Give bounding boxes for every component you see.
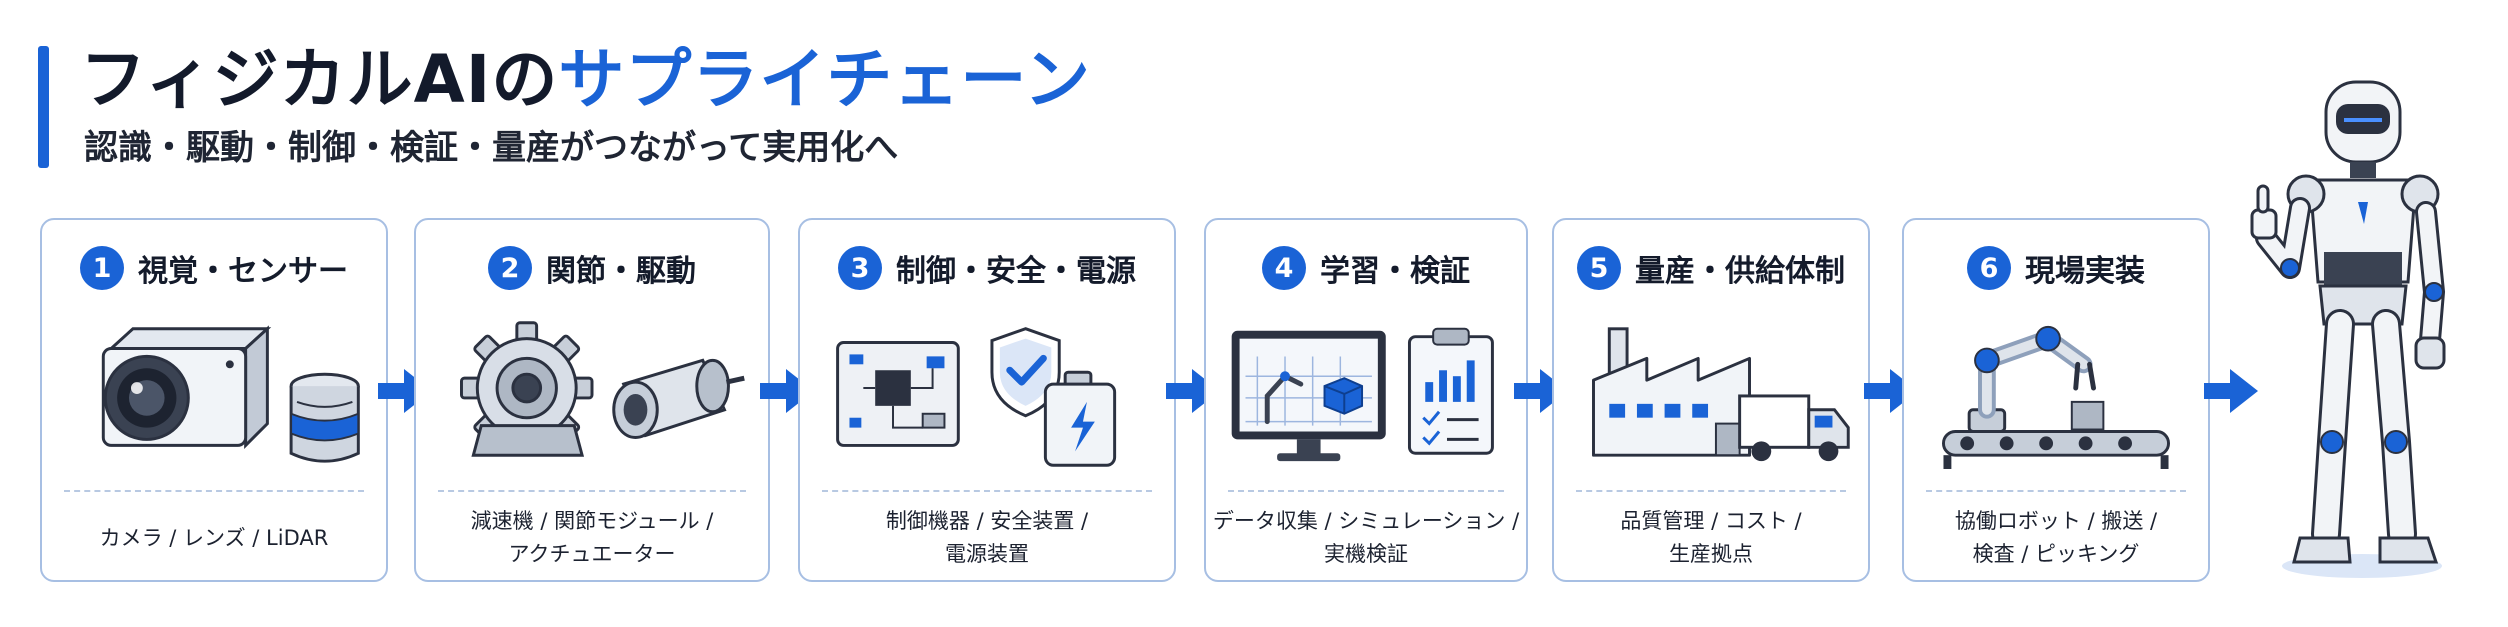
desc-line: アクチュエーター: [508, 542, 676, 566]
card-divider: [1576, 490, 1846, 492]
lidar-icon: [289, 372, 360, 463]
humanoid-robot-thumbs-up-icon: [2240, 62, 2470, 582]
flow-arrow: [374, 366, 436, 416]
stage-description: 品質管理 / コスト / 生産拠点: [1564, 502, 1858, 574]
card-divider: [822, 490, 1152, 492]
desc-line: 電源装置: [945, 542, 1029, 566]
stage-6-illustration: [1904, 306, 2208, 478]
stage-card-3: 3 制御・安全・電源: [798, 218, 1176, 582]
stage-card-6: 6 現場実装: [1902, 218, 2210, 582]
circuit-board-icon: [836, 341, 960, 447]
stage-description: 減速機 / 関節モジュール / アクチュエーター: [426, 502, 758, 574]
stage-title: 制御・安全・電源: [896, 254, 1136, 289]
stage-number-badge: 5: [1577, 246, 1621, 290]
clipboard-chart-icon: [1407, 327, 1494, 455]
desc-line: 減速機 / 関節モジュール /: [470, 509, 714, 533]
conveyor-icon: [1942, 400, 2170, 469]
title-accent: サプライチェーン: [558, 41, 1092, 118]
stage-title: 視覚・センサー: [138, 254, 348, 289]
stage-6-header: 6 現場実装: [1904, 244, 2208, 292]
stage-number-badge: 6: [1967, 246, 2011, 290]
stage-description: データ収集 / シミュレーション / 実機検証: [1212, 502, 1520, 574]
desc-line: 制御機器 / 安全装置 /: [885, 509, 1089, 533]
robot-arm-icon: [1967, 325, 2096, 433]
desc-line: 検査 / ピッキング: [1972, 542, 2140, 566]
motor-icon: [612, 358, 745, 439]
desc-line: 品質管理 / コスト /: [1620, 509, 1802, 533]
card-divider: [1228, 490, 1504, 492]
stage-title: 関節・駆動: [546, 254, 696, 289]
page-subtitle: 認識・駆動・制御・検証・量産がつながって実用化へ: [84, 128, 899, 168]
stage-title: 現場実装: [2025, 254, 2145, 289]
flow-arrow: [1510, 366, 1572, 416]
card-divider: [1926, 490, 2186, 492]
stage-card-4: 4 学習・検証: [1204, 218, 1528, 582]
desc-line: 生産拠点: [1669, 542, 1753, 566]
page-title: フィジカルAIのサプライチェーン: [80, 40, 1091, 120]
stage-description: カメラ / レンズ / LiDAR: [52, 502, 376, 574]
title-accent-bar: [38, 46, 49, 168]
stage-2-header: 2 関節・駆動: [416, 244, 768, 292]
gear-icon: [460, 321, 594, 457]
camera-icon: [101, 325, 272, 449]
stage-title: 量産・供給体制: [1635, 254, 1845, 289]
stage-description: 制御機器 / 安全装置 / 電源装置: [810, 502, 1164, 574]
stage-3-header: 3 制御・安全・電源: [800, 244, 1174, 292]
flow-arrow: [756, 366, 818, 416]
stage-number-badge: 4: [1262, 246, 1306, 290]
stage-5-header: 5 量産・供給体制: [1554, 244, 1868, 292]
stage-4-header: 4 学習・検証: [1206, 244, 1526, 292]
stage-number-badge: 1: [80, 246, 124, 290]
stage-number-badge: 3: [838, 246, 882, 290]
shield-check-icon: [990, 327, 1061, 418]
stage-4-illustration: [1206, 306, 1526, 478]
title-main: フィジカルAIの: [80, 41, 559, 118]
stage-1-illustration: [42, 306, 386, 478]
flow-arrow: [1162, 366, 1224, 416]
desc-line: データ収集 / シミュレーション /: [1212, 509, 1520, 533]
card-divider: [438, 490, 746, 492]
battery-icon: [1043, 370, 1117, 467]
stage-card-2: 2 関節・駆動: [414, 218, 770, 582]
stage-2-illustration: [416, 306, 768, 478]
stage-card-5: 5 量産・供給体制 品質管理 / コスト / 生産拠点: [1552, 218, 1870, 582]
stage-1-header: 1 視覚・センサー: [42, 244, 386, 292]
stage-3-illustration: [800, 306, 1174, 478]
stage-number-badge: 2: [488, 246, 532, 290]
truck-icon: [1738, 394, 1850, 462]
monitor-simulation-icon: [1231, 330, 1386, 462]
desc-line: カメラ / レンズ / LiDAR: [99, 525, 329, 550]
factory-icon: [1592, 327, 1751, 457]
flow-arrow: [1860, 366, 1922, 416]
desc-line: 実機検証: [1324, 542, 1408, 566]
card-divider: [64, 490, 364, 492]
stage-card-1: 1 視覚・センサー カメラ / レンズ / LiDAR: [40, 218, 388, 582]
stage-description: 協働ロボット / 搬送 / 検査 / ピッキング: [1914, 502, 2198, 574]
flow-arrow: [2200, 366, 2262, 416]
stage-5-illustration: [1554, 306, 1868, 478]
stage-title: 学習・検証: [1320, 254, 1470, 289]
desc-line: 協働ロボット / 搬送 /: [1954, 509, 2158, 533]
